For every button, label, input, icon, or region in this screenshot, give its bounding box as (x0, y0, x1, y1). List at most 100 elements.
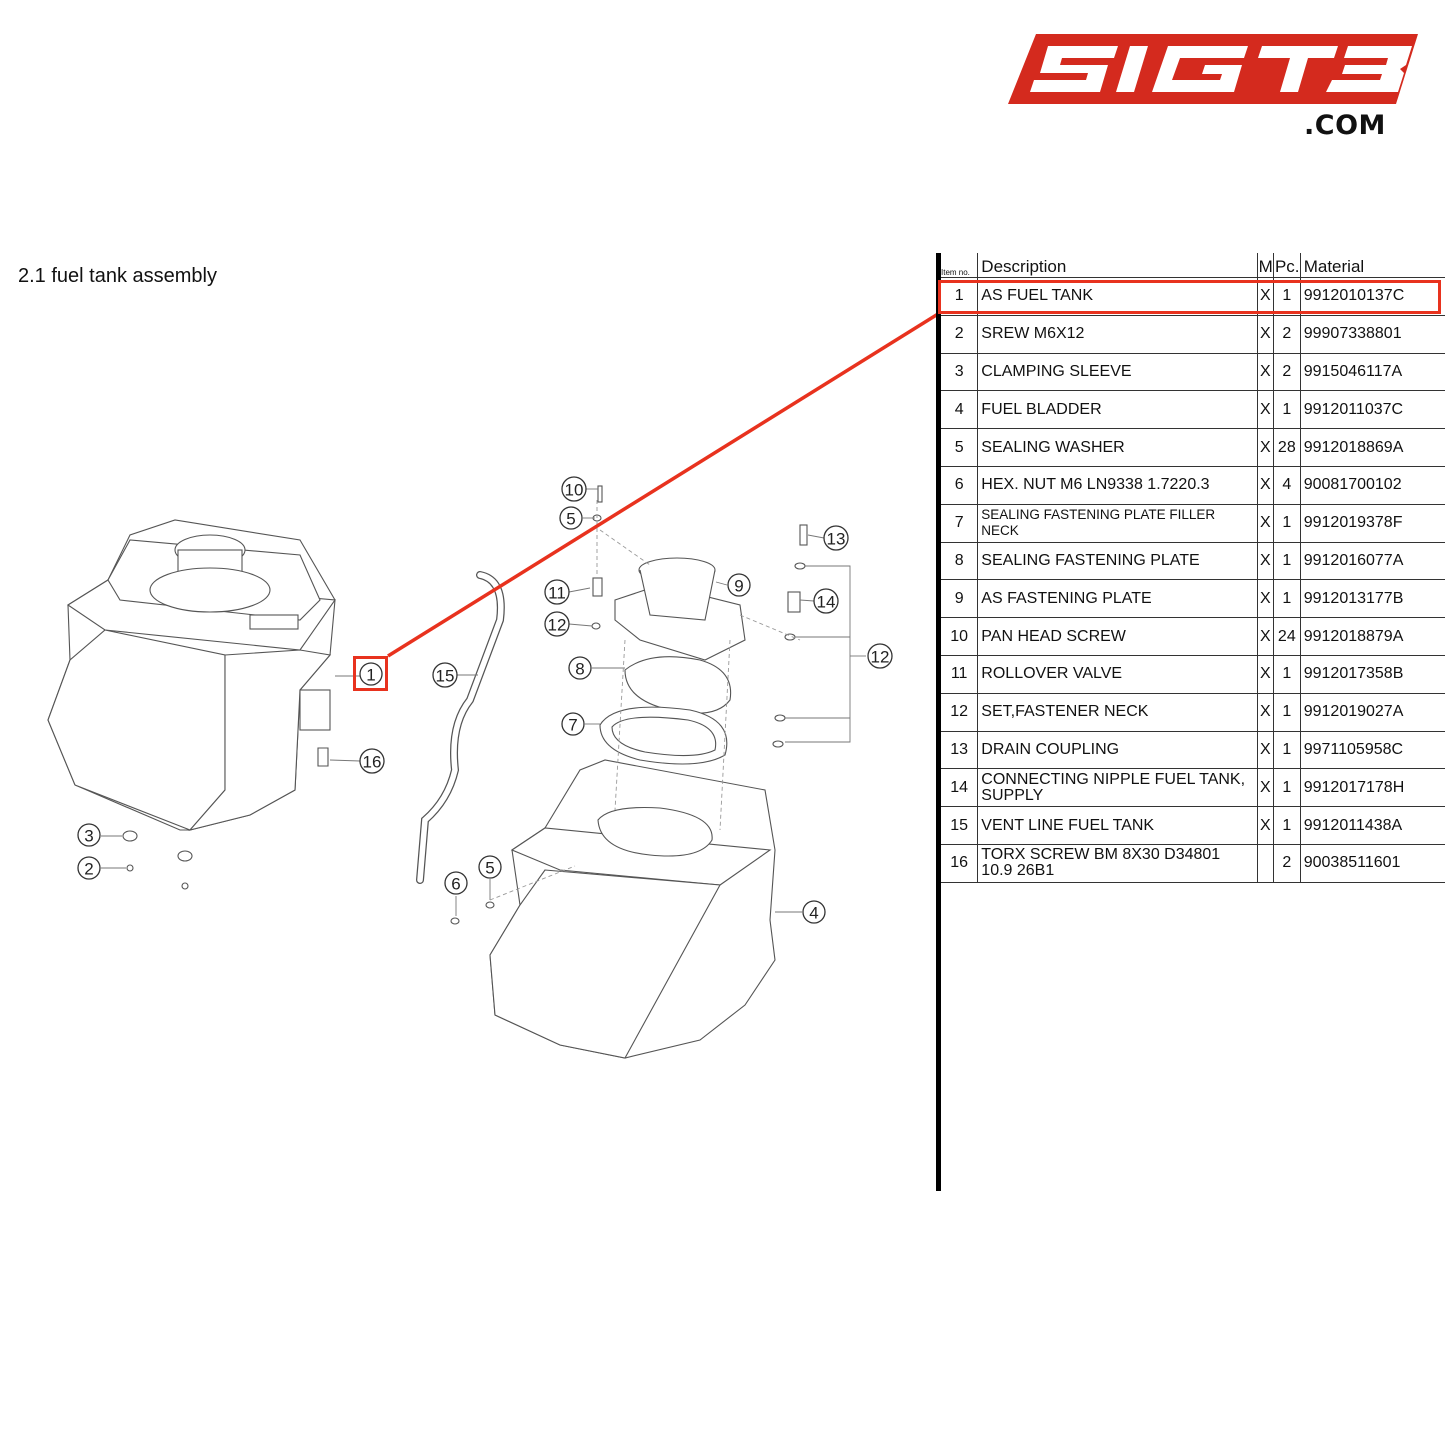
description-cell: TORX SCREW BM 8X30 D34801 10.9 26B1 (977, 843, 1258, 883)
material-cell: 9912017178H (1299, 768, 1445, 807)
m-cell: X (1256, 654, 1274, 694)
svg-text:9: 9 (734, 577, 743, 596)
callout-10: 10 (561, 476, 587, 502)
fastening-plate (614, 557, 746, 661)
material-cell: 9912019378F (1299, 503, 1445, 543)
svg-text:15: 15 (436, 667, 455, 686)
leader-lines (101, 488, 866, 916)
callout-6: 6 (444, 871, 468, 895)
item-no-cell: 6 (941, 465, 978, 505)
pc-cell: 2 (1272, 314, 1301, 354)
svg-text:5: 5 (485, 859, 494, 878)
svg-text:1: 1 (366, 666, 375, 685)
pc-cell: 1 (1272, 390, 1301, 429)
material-cell: 99907338801 (1299, 314, 1445, 354)
pc-cell: 1 (1272, 692, 1301, 732)
callout-12b: 12 (867, 643, 893, 669)
material-cell: 9912017358B (1299, 654, 1445, 694)
description-cell: SET,FASTENER NECK (977, 692, 1258, 732)
header-description: Description (977, 253, 1258, 278)
description-cell: HEX. NUT M6 LN9338 1.7220.3 (977, 465, 1258, 505)
logo-mark (1008, 34, 1418, 104)
item-no-cell: 15 (941, 806, 978, 845)
item-no-cell: 4 (941, 390, 978, 429)
highlight-connector (387, 312, 939, 658)
callout-11: 11 (544, 579, 570, 605)
m-cell: X (1256, 617, 1274, 656)
m-cell: X (1256, 314, 1274, 354)
pc-cell: 1 (1272, 579, 1301, 618)
callout-13: 13 (823, 525, 849, 551)
description-cell: CLAMPING SLEEVE (977, 352, 1258, 391)
bom-rule (936, 253, 941, 1191)
item-no-cell: 1 (941, 277, 978, 316)
description-cell: ROLLOVER VALVE (977, 654, 1258, 694)
m-cell: X (1256, 277, 1274, 316)
callout-labels: 1 2 3 4 5 5 6 7 8 9 10 11 12 12 13 14 15… (77, 476, 893, 924)
svg-text:4: 4 (809, 904, 818, 923)
callout-5a: 5 (559, 506, 583, 530)
material-cell: 9971105958C (1299, 730, 1445, 769)
row-1-highlight (938, 280, 1441, 314)
fuel-bladder (489, 759, 776, 1059)
svg-text:13: 13 (827, 530, 846, 549)
description-cell: CONNECTING NIPPLE FUEL TANK, SUPPLY (977, 768, 1258, 807)
m-cell: X (1256, 503, 1274, 543)
m-cell: X (1256, 579, 1274, 618)
material-cell: 90081700102 (1299, 465, 1445, 505)
header-material: Material (1299, 253, 1445, 278)
svg-text:7: 7 (568, 716, 577, 735)
header-m: M (1256, 253, 1274, 278)
pc-cell: 1 (1272, 654, 1301, 694)
header-pc: Pc. (1272, 253, 1301, 278)
callout-16: 16 (359, 748, 385, 774)
sealing-gaskets (599, 656, 732, 765)
item-no-cell: 5 (941, 428, 978, 467)
callout-12a: 12 (544, 611, 570, 637)
logo-domain: .COM (1304, 110, 1386, 141)
item-no-cell: 12 (941, 692, 978, 732)
item-no-cell: 7 (941, 503, 978, 543)
header-item-no: Item no. (941, 268, 970, 277)
description-cell: FUEL BLADDER (977, 390, 1258, 429)
pc-cell: 28 (1272, 428, 1301, 467)
description-cell: PAN HEAD SCREW (977, 617, 1258, 656)
callout-1: 1 (359, 662, 383, 686)
description-cell: AS FUEL TANK (977, 277, 1258, 316)
svg-text:12: 12 (548, 616, 567, 635)
m-cell: X (1256, 352, 1274, 391)
svg-text:12: 12 (871, 648, 890, 667)
callout-9: 9 (727, 573, 751, 597)
pc-cell: 1 (1272, 730, 1301, 769)
material-cell: 9912013177B (1299, 579, 1445, 618)
item-no-cell: 8 (941, 541, 978, 580)
callout-1-highlight (353, 656, 388, 691)
description-cell: VENT LINE FUEL TANK (977, 806, 1258, 845)
pc-cell: 1 (1272, 503, 1301, 543)
material-cell: 9912016077A (1299, 541, 1445, 580)
material-cell: 9912019027A (1299, 692, 1445, 732)
item-no-cell: 10 (941, 617, 978, 656)
site-logo[interactable]: .COM (1008, 34, 1418, 144)
svg-text:8: 8 (575, 660, 584, 679)
material-cell: 9912018879A (1299, 617, 1445, 656)
description-cell: SREW M6X12 (977, 314, 1258, 354)
svg-text:5: 5 (566, 510, 575, 529)
